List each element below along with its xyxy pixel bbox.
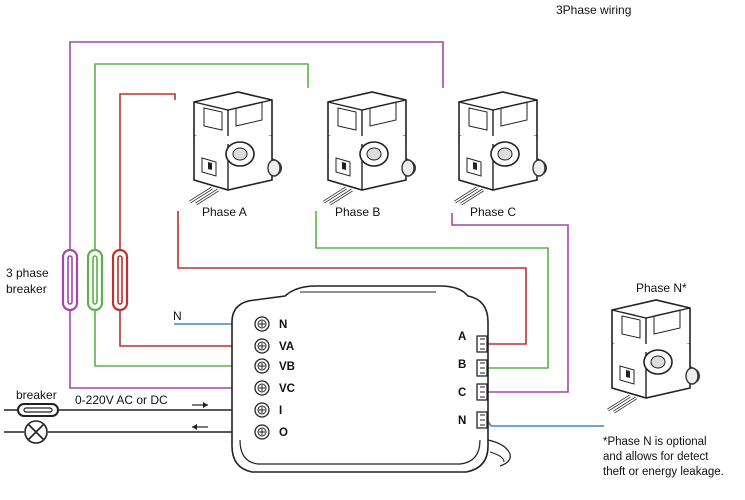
terminal-label-b: B <box>458 359 466 371</box>
terminal-screw-n-icon <box>254 316 270 332</box>
phase-b-wire <box>94 63 309 367</box>
phase-c-signal-wire <box>451 213 569 393</box>
terminal-label-vc: VC <box>279 383 295 395</box>
neutral-wire-label: N <box>173 309 182 323</box>
phase-a-wire <box>119 93 232 347</box>
arrow-left-icon <box>192 424 208 430</box>
arrow-right-icon <box>192 402 208 408</box>
terminal-label-vb: VB <box>279 361 295 373</box>
terminal-screw-vc-icon <box>254 380 270 396</box>
phase-c-wire <box>69 41 444 389</box>
phase-a-signal-wire <box>177 211 527 345</box>
phase-a-ct-sensor-icon <box>190 92 280 204</box>
terminal-screw-a-icon <box>476 335 488 353</box>
supply-voltage-label: 0-220V AC or DC <box>75 393 168 407</box>
phase-n-signal-wire <box>486 419 604 427</box>
phase-c-breaker-fuse-icon <box>61 248 79 312</box>
terminal-screw-vb-icon <box>254 358 270 374</box>
phase-c-ct-sensor-icon <box>455 92 545 204</box>
lamp-load-icon <box>24 420 48 444</box>
supply-breaker-icon <box>17 403 59 417</box>
terminal-label-n: N <box>279 319 287 331</box>
terminal-label-i: I <box>279 405 282 417</box>
terminal-label-va: VA <box>279 341 294 353</box>
terminal-screw-i-icon <box>254 402 270 418</box>
phase-n-ct-sensor-icon <box>608 300 698 412</box>
phase-n-footnote: *Phase N is optional and allows for dete… <box>603 436 724 478</box>
phase-b-breaker-fuse-icon <box>86 248 104 312</box>
terminal-label-rn: N <box>458 415 466 427</box>
terminal-screw-o-icon <box>254 424 270 440</box>
phase-a-label: Phase A <box>202 205 247 219</box>
terminal-screw-va-icon <box>254 338 270 354</box>
breaker-group-label: 3 phase breaker <box>6 266 52 296</box>
terminal-screw-rn-icon <box>476 411 488 429</box>
energy-meter-module <box>231 285 511 473</box>
supply-breaker-label: breaker <box>16 388 57 402</box>
terminal-screw-b-icon <box>476 359 488 377</box>
phase-n-label: Phase N* <box>636 281 687 295</box>
terminal-label-c: C <box>458 387 466 399</box>
terminal-label-a: A <box>458 331 466 343</box>
phase-b-ct-sensor-icon <box>324 92 414 204</box>
phase-a-breaker-fuse-icon <box>111 248 129 312</box>
phase-b-label: Phase B <box>335 205 380 219</box>
diagram-title: 3Phase wiring <box>556 3 631 17</box>
terminal-screw-c-icon <box>476 383 488 401</box>
phase-b-signal-wire <box>315 211 549 369</box>
phase-c-label: Phase C <box>470 205 516 219</box>
terminal-label-o: O <box>279 427 288 439</box>
